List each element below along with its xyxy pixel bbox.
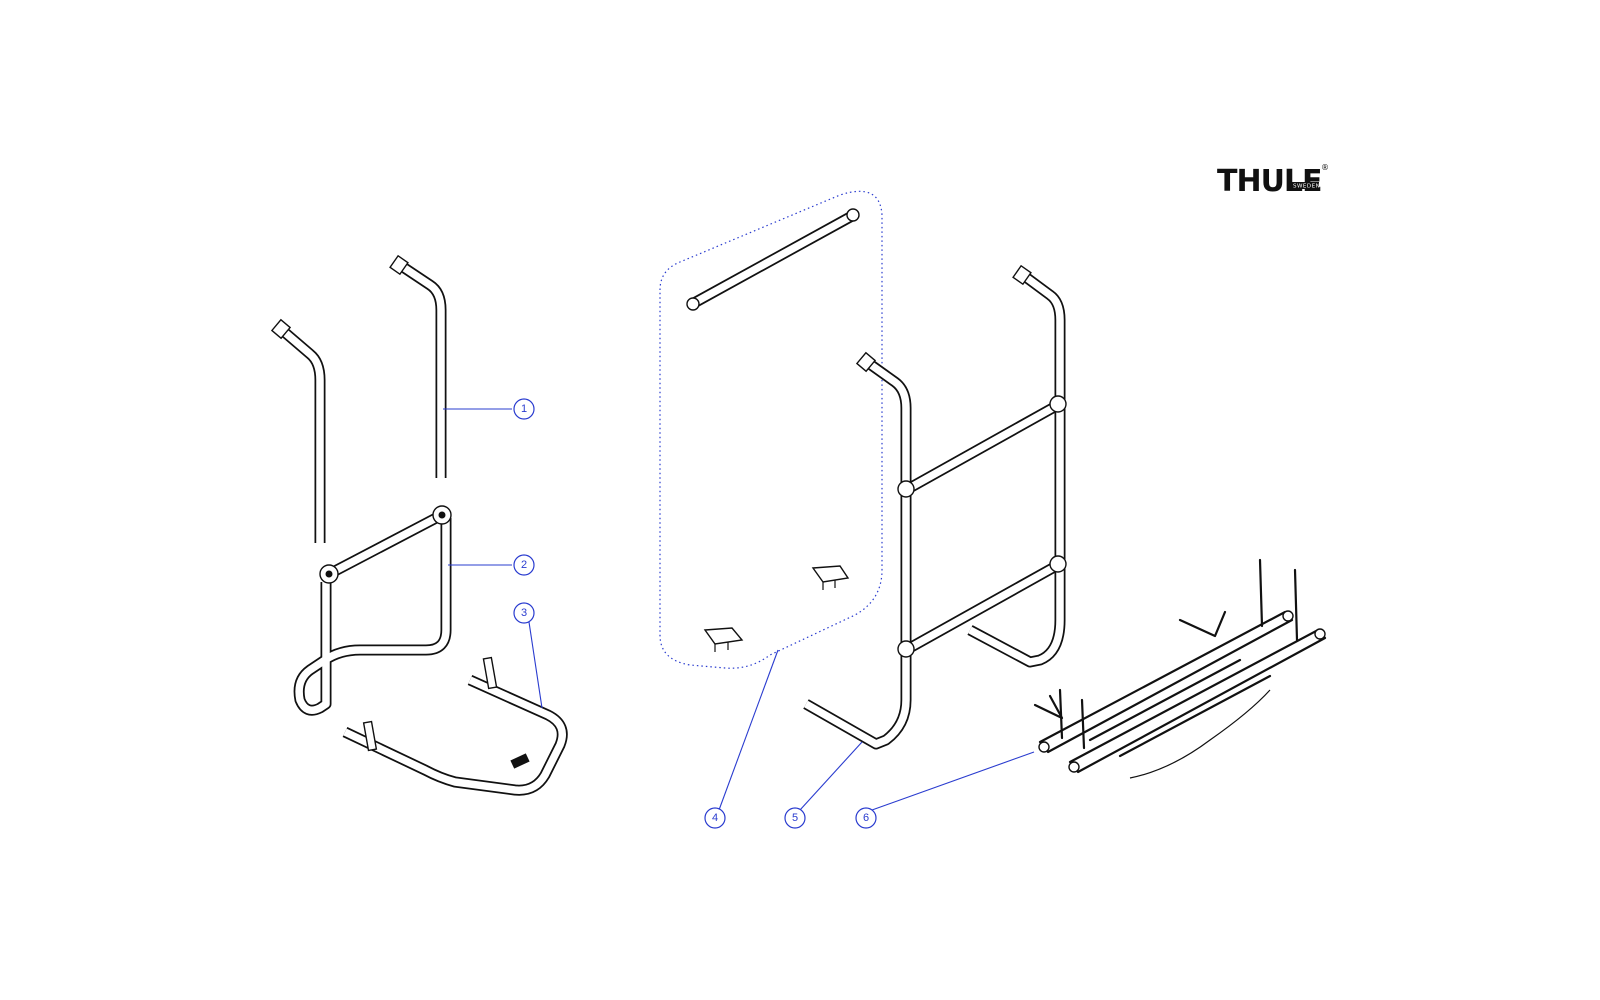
logo-registered-mark: ® (1321, 163, 1329, 172)
leader-5 (799, 741, 863, 811)
callout-2: 2 (513, 554, 535, 576)
logo-wordmark: THULE (1217, 164, 1322, 199)
mount-bracket (362, 720, 378, 752)
callout-3: 3 (513, 602, 535, 624)
mounting-plate (811, 565, 850, 590)
tube-end-cap (1012, 264, 1032, 286)
mount-bracket (482, 656, 498, 690)
bar-end-clamp (686, 297, 700, 311)
rail-end-clamp (1038, 741, 1050, 753)
leader-3 (528, 621, 543, 709)
wheel-clamp (1178, 610, 1227, 638)
rail-lower (1068, 628, 1327, 774)
leader-lines (443, 408, 1035, 811)
wheel-clamp (1033, 694, 1064, 720)
rail-end-clamp (1068, 761, 1080, 773)
callout-3-label: 3 (521, 607, 527, 619)
base-frame-tube (342, 674, 568, 796)
logo-sub-band (1291, 182, 1319, 189)
frame-joint (897, 480, 915, 498)
callout-4: 4 (704, 807, 726, 829)
rail-end-clamp (1314, 628, 1326, 640)
frame-joint (897, 640, 915, 658)
callout-6: 6 (855, 807, 877, 829)
part-3-base-frame (342, 656, 568, 796)
callout-1: 1 (513, 398, 535, 420)
frame-joint (1049, 555, 1067, 573)
leader-6 (871, 751, 1035, 811)
logo-subtext: SWEDEN (1293, 184, 1320, 190)
tube-end-cap (389, 254, 409, 276)
upright-tube-right (396, 260, 447, 478)
group-outline (659, 190, 883, 669)
part-1-upright-tubes (270, 254, 447, 543)
tube-end-cap (855, 351, 877, 373)
part-6-rail-assembly (1033, 558, 1327, 779)
part-4-accessory-group (659, 190, 883, 669)
callout-4-label: 4 (712, 812, 718, 824)
frame-joint (1049, 395, 1067, 413)
assembled-left-upright (803, 357, 912, 750)
callout-1-label: 1 (521, 403, 527, 415)
callout-5-label: 5 (792, 812, 798, 824)
leader-4 (718, 649, 779, 811)
rail-end-clamp (1282, 610, 1294, 622)
callout-6-label: 6 (863, 812, 869, 824)
strap (1129, 689, 1271, 779)
callout-2-label: 2 (521, 559, 527, 571)
thule-logo: THULE SWEDEN ® (1217, 163, 1329, 199)
part-2-lower-frame (293, 505, 452, 716)
base-label-plate (510, 753, 530, 769)
mounting-plate (703, 627, 744, 652)
rail-upright-posts (1258, 558, 1299, 642)
bar-end-clamp (846, 208, 860, 222)
tube-end-cap (270, 318, 292, 340)
callout-5: 5 (784, 807, 806, 829)
part-5-assembled-frame (803, 264, 1067, 750)
